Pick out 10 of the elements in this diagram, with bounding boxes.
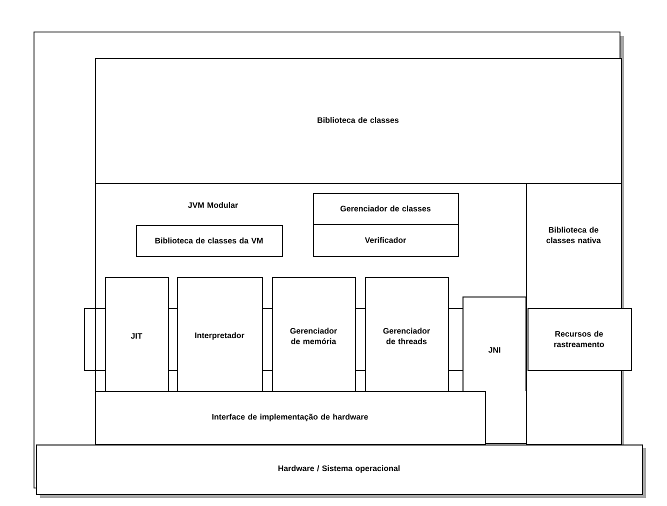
connector-tab (355, 308, 366, 371)
connector-tab (84, 308, 106, 371)
layer-bar: Hardware / Sistema operacional (36, 444, 643, 495)
component-box: Verificador (313, 224, 459, 257)
component-box: Gerenciador de classes (313, 193, 459, 225)
component-box: Recursos de rastreamento (528, 308, 632, 371)
connector-tab (262, 308, 273, 371)
connector-tab (168, 308, 178, 371)
component-box: Biblioteca de classes da VM (136, 225, 283, 257)
node-label: JNI (488, 347, 500, 353)
